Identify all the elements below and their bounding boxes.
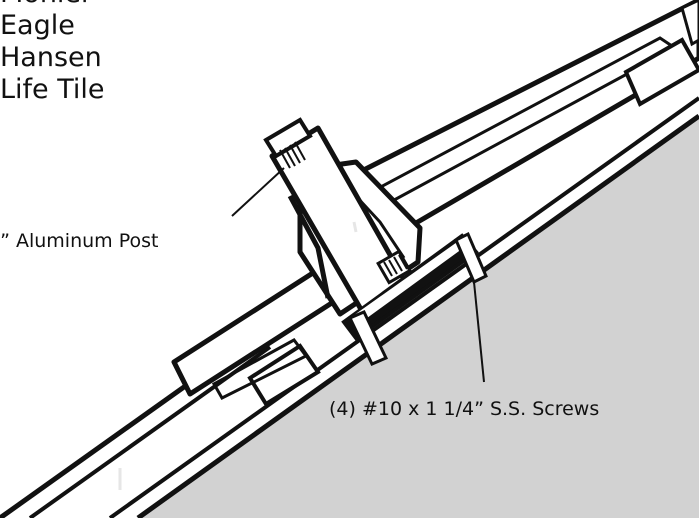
underlayment-line bbox=[108, 96, 699, 518]
cap-bolt-threads bbox=[279, 141, 306, 169]
tile-edge-far-right bbox=[680, 0, 699, 47]
batten-upper-right bbox=[623, 37, 699, 107]
screw-left bbox=[347, 310, 389, 366]
flashing-inner-left bbox=[287, 194, 331, 299]
brand-monier: Monier bbox=[0, 0, 105, 10]
post-cap bbox=[263, 117, 313, 159]
batten-lower-left bbox=[247, 343, 321, 407]
aluminum-post-label: 4” Aluminum Post bbox=[0, 230, 159, 252]
post-leader-line bbox=[231, 167, 285, 217]
screw-right bbox=[454, 231, 488, 285]
screws-leader-line bbox=[473, 281, 485, 383]
screws-label: (4) #10 x 1 1/4” S.S. Screws bbox=[329, 398, 600, 420]
tile-lower-left-lip bbox=[211, 338, 309, 400]
roof-deck-edge bbox=[136, 113, 699, 518]
brand-life-tile: Life Tile bbox=[0, 74, 105, 105]
brand-hansen: Hansen bbox=[0, 42, 102, 73]
compatible-tile-brands: Monier Eagle Hansen Life Tile bbox=[0, 0, 105, 106]
brand-eagle: Eagle bbox=[0, 10, 75, 41]
base-plate-top bbox=[350, 240, 466, 326]
decorative-sketch-lines bbox=[118, 221, 358, 490]
base-bolt-threads bbox=[376, 249, 412, 285]
